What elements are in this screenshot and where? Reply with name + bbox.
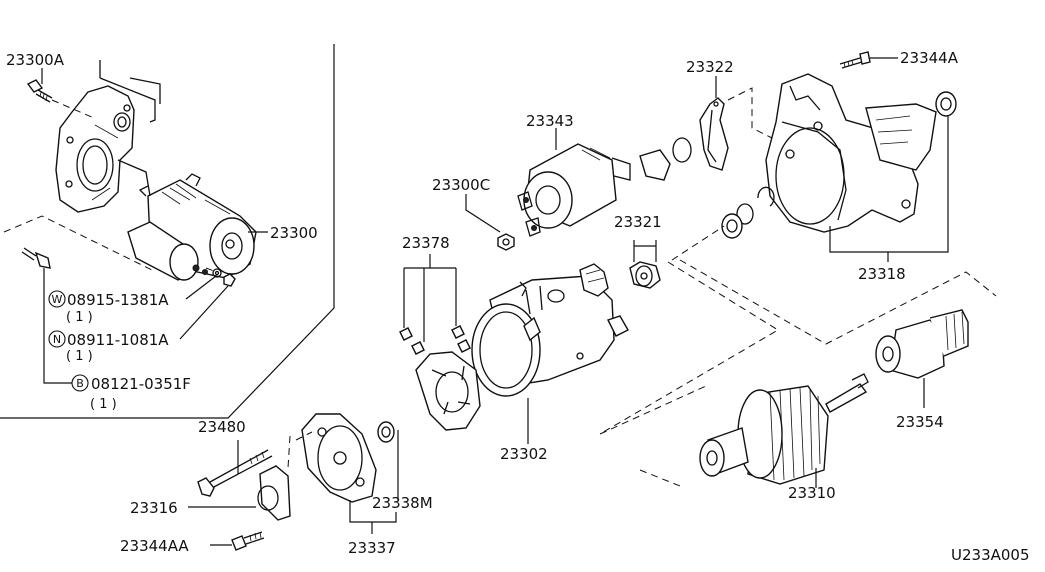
lever-23322-illustration [699, 76, 773, 171]
washer-qty: ( 1 ) [66, 310, 93, 325]
nut-symbol-icon [48, 330, 66, 348]
washer-nut-illustration [205, 267, 236, 287]
label-23318: 23318 [858, 265, 906, 283]
bolt-prefix: B [76, 377, 84, 390]
solenoid-23343-illustration [517, 143, 631, 237]
label-23316: 23316 [130, 499, 178, 517]
through-bolt-23480-illustration [197, 440, 273, 497]
label-23480: 23480 [198, 418, 246, 436]
screw-23344aa-illustration [210, 531, 265, 551]
label-23321: 23321 [614, 213, 662, 231]
label-23343: 23343 [526, 112, 574, 130]
label-23300: 23300 [270, 224, 318, 242]
bolt-08121-illustration [3, 215, 153, 271]
nut-part-number: 08911-1081A [67, 331, 169, 349]
engine-mount-illustration [55, 60, 257, 281]
label-23300c: 23300C [432, 176, 490, 194]
gear-housing-23318-illustration [721, 73, 957, 262]
washer-prefix: W [52, 293, 63, 306]
rear-cover-23337-illustration [257, 413, 399, 534]
nut-23300c-illustration [465, 194, 515, 251]
inset-frame [0, 44, 335, 419]
label-23302: 23302 [500, 445, 548, 463]
callout-nut: N 08911-1081A ( 1 ) [48, 330, 169, 364]
washer-symbol-icon [48, 290, 66, 308]
diagram-code: U233A005 [951, 546, 1030, 564]
bolt-23344a-illustration [839, 51, 898, 69]
label-23337: 23337 [348, 539, 396, 557]
bolt-23300a-illustration [26, 79, 95, 119]
callout-washer: W 08915-1381A ( 1 ) [48, 290, 169, 325]
washer-part-number: 08915-1381A [67, 291, 169, 309]
pinion-stopper-23321-illustration [629, 225, 725, 289]
plunger-parts [639, 137, 692, 181]
label-23310: 23310 [788, 484, 836, 502]
bolt-qty: ( 1 ) [90, 397, 117, 412]
clutch-23354-illustration [875, 309, 969, 408]
nut-qty: ( 1 ) [66, 349, 93, 364]
label-23344aa: 23344AA [120, 537, 189, 555]
label-23354: 23354 [896, 413, 944, 431]
label-23344a: 23344A [900, 49, 959, 67]
label-23378: 23378 [402, 234, 450, 252]
callout-bolt: B 08121-0351F ( 1 ) [71, 374, 191, 412]
brush-holder-23378-illustration [399, 254, 481, 431]
armature-23310-illustration [599, 259, 997, 488]
inset-leaders [41, 68, 268, 384]
bolt-symbol-icon [71, 374, 89, 392]
yoke-23302-illustration [471, 263, 629, 444]
label-23300a: 23300A [6, 51, 65, 69]
label-23338m: 23338M [372, 494, 433, 512]
nut-prefix: N [53, 333, 61, 346]
bolt-part-number: 08121-0351F [91, 375, 191, 393]
label-23322: 23322 [686, 58, 734, 76]
